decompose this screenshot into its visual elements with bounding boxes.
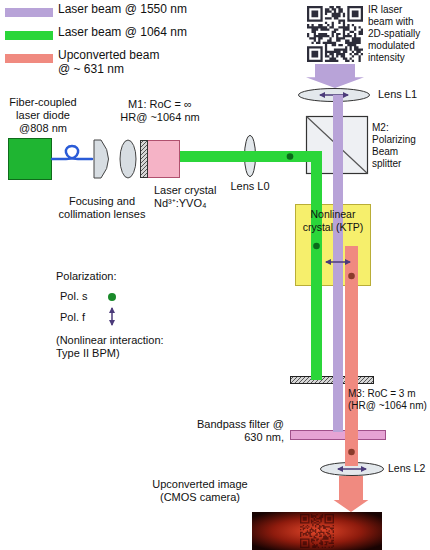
legend-text: Laser beam @ 1550 nm — [58, 2, 288, 16]
qr-pattern — [307, 6, 363, 62]
convex-lens — [120, 140, 136, 178]
pol-f-sample — [111, 308, 113, 325]
lens-group: Focusing and collimation lenses — [92, 138, 138, 180]
shape-outline — [320, 462, 384, 476]
component-label: Lens L1 — [378, 88, 430, 101]
laser-diode: Fiber-coupled laser diode @808 nm — [8, 138, 52, 180]
component-label: Upconverted image (CMOS camera) — [140, 478, 260, 504]
pol-f-arrow — [338, 468, 366, 470]
pol-s-dot — [287, 153, 294, 160]
component-label: M1: RoC = ∞ HR@ ~1064 nm — [118, 98, 202, 124]
legend-swatch — [5, 31, 53, 40]
mirror: M3: RoC = 3 m (HR@ ~1064 nm) — [290, 376, 374, 384]
splitting-surface — [307, 117, 368, 174]
shape-outline — [298, 88, 370, 102]
mirror-body — [291, 377, 374, 384]
shape-outline — [290, 430, 386, 440]
qr-code: IR laser beam with 2D-spatially modulate… — [305, 4, 365, 64]
beam-arrow — [306, 64, 364, 88]
laser-diode-body — [9, 139, 52, 180]
shape-outline — [92, 138, 138, 180]
component-label: Focusing and collimation lenses — [52, 195, 152, 221]
shape-outline — [140, 140, 180, 178]
cube-outline — [307, 117, 368, 174]
lens-outline — [245, 136, 256, 177]
qr-background — [305, 4, 365, 64]
component-label: Fiber-coupled laser diode @808 nm — [4, 96, 82, 136]
camera-frame — [252, 512, 382, 550]
mirror-coating — [141, 141, 148, 178]
component-label: Nonlinear crystal (KTP) — [298, 208, 368, 233]
component-label: IR laser beam with 2D-spatially modulate… — [368, 4, 430, 64]
plano-convex-lens — [94, 140, 109, 178]
lens: Lens L1 — [298, 88, 370, 102]
component-label: M3: RoC = 3 m (HR@ ~1064 nm) — [348, 388, 430, 412]
crystal-body — [296, 205, 371, 286]
component-label: Lens L0 — [226, 180, 274, 193]
legend-text: Laser beam @ 1064 nm — [58, 25, 288, 39]
camera-image: Upconverted image (CMOS camera) — [252, 512, 382, 550]
shape-outline — [244, 135, 256, 177]
component-label: Laser crystal Nd³⁺:YVO₄ — [154, 184, 230, 210]
filter-body — [291, 431, 386, 440]
legend-text: Pol. s — [60, 290, 108, 303]
nonlinear-crystal: Nonlinear crystal (KTP) — [295, 204, 371, 286]
annotation: (Nonlinear interaction: Type II BPM) — [56, 334, 181, 360]
optical-fiber — [52, 146, 92, 159]
bandpass-filter: Bandpass filter @ 630 nm, — [290, 430, 386, 440]
qr-pattern — [300, 514, 334, 548]
pol-s-dot — [348, 449, 355, 456]
lens-outline — [299, 89, 370, 102]
shape-outline — [8, 138, 52, 180]
shape-outline — [252, 512, 382, 550]
legend-swatch — [5, 8, 53, 17]
legend-text: Upconverted beam @ ~ 631 nm — [58, 48, 166, 77]
component-label: Bandpass filter @ 630 nm, — [184, 418, 284, 444]
pol-s-sample — [108, 293, 116, 301]
crystal-body — [141, 141, 180, 178]
component-label: Lens L2 — [388, 462, 430, 475]
lens-outline — [321, 463, 384, 476]
component-label: M2: Polarizing Beam splitter — [372, 122, 430, 170]
pol-f-arrow — [320, 94, 348, 96]
beam-arrow — [334, 476, 369, 512]
annotation: Polarization: — [56, 270, 176, 283]
legend-text: Pol. f — [60, 311, 108, 324]
beam-splitter: M2: Polarizing Beam splitter — [306, 116, 368, 174]
legend-swatch — [5, 54, 53, 63]
lens: Lens L0 — [244, 135, 256, 177]
shape-outline — [306, 116, 368, 174]
shape-outline — [305, 4, 365, 64]
laser-crystal: M1: RoC = ∞ HR@ ~1064 nmLaser crystal Nd… — [140, 140, 180, 178]
shape-outline — [290, 376, 374, 384]
lens: Lens L2 — [320, 462, 384, 476]
